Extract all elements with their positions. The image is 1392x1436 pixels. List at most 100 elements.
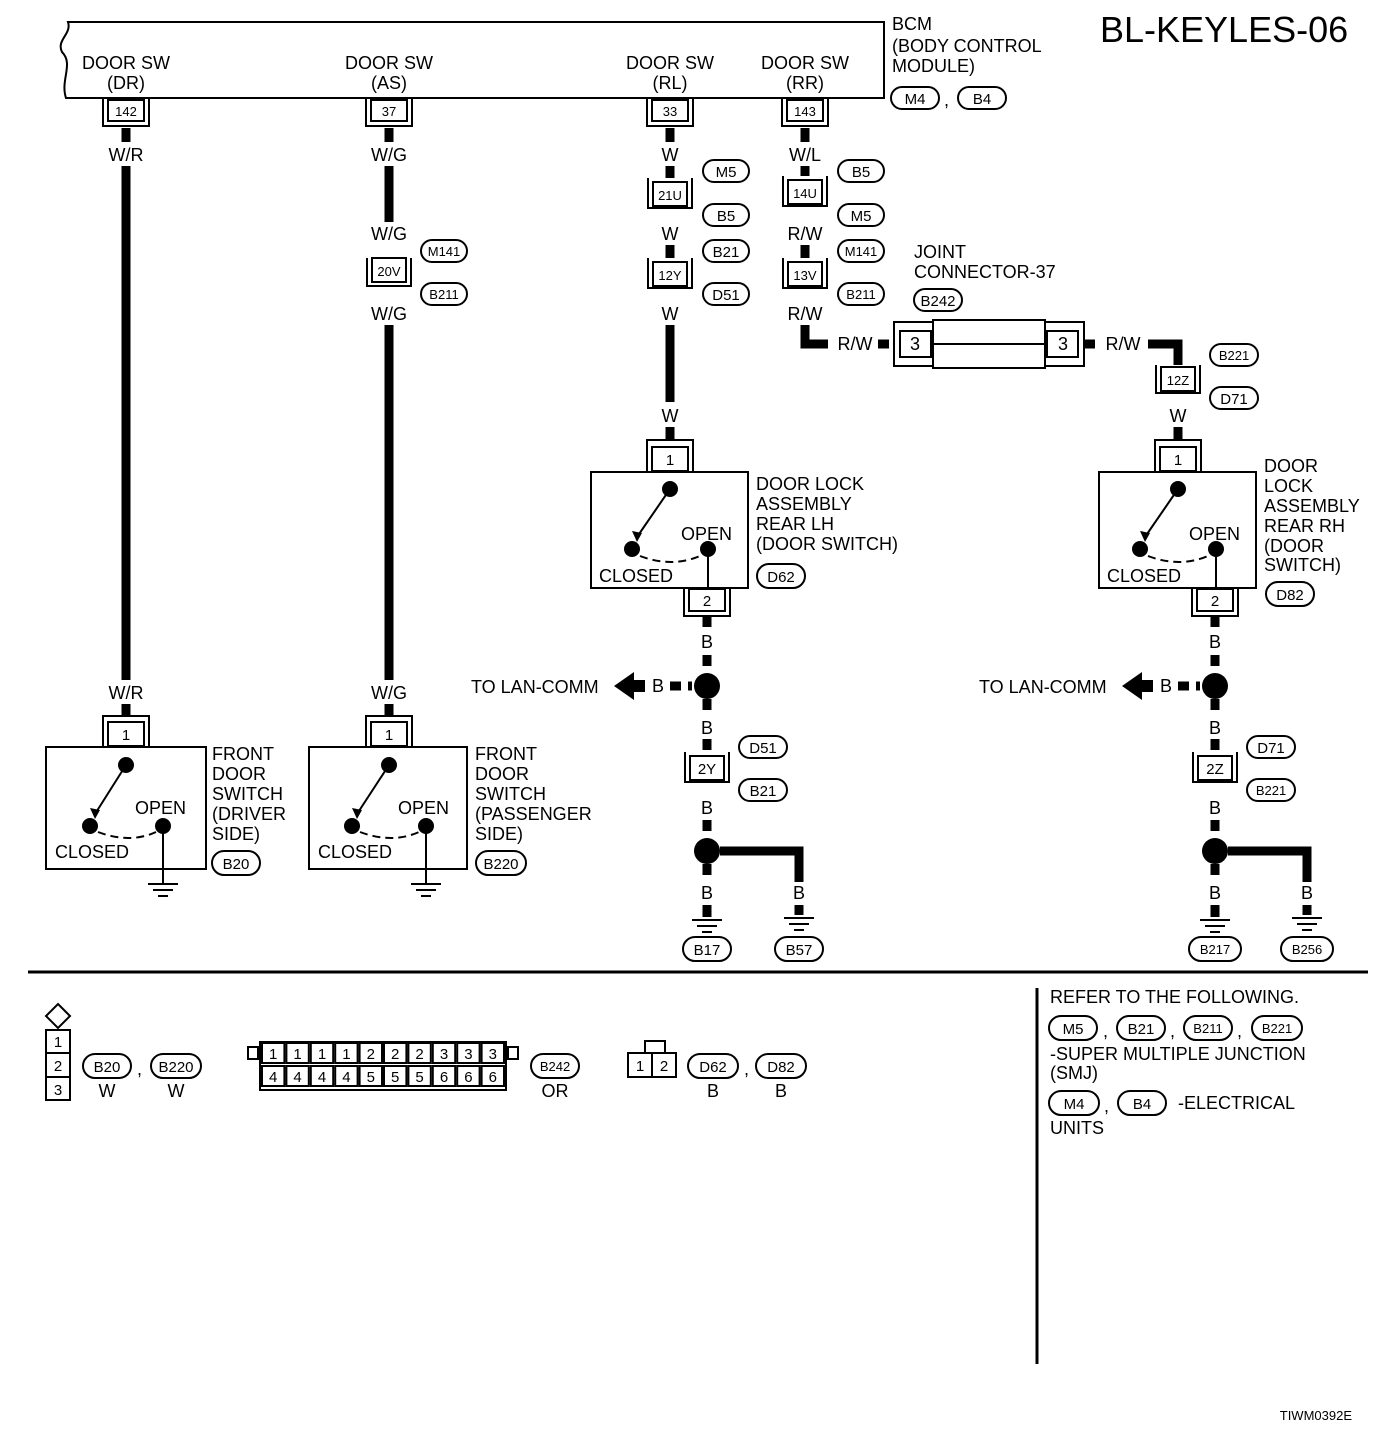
svg-text:2: 2 bbox=[703, 593, 711, 610]
connector-pill bbox=[1251, 1015, 1303, 1041]
switch-title: FRONT bbox=[212, 744, 274, 764]
wire-color-label: B bbox=[1209, 883, 1221, 903]
separator-comma: , bbox=[1237, 1021, 1242, 1041]
connector-code: B20 bbox=[94, 1059, 121, 1076]
connector-pin-cell bbox=[456, 1065, 481, 1087]
wire-color-label: W bbox=[662, 145, 679, 165]
connector-code: D51 bbox=[712, 287, 740, 304]
arrow-left-icon bbox=[1122, 672, 1153, 700]
bcm-connector-code: B4 bbox=[973, 91, 991, 108]
connector-pill bbox=[1188, 936, 1242, 962]
ground-icon bbox=[784, 917, 814, 931]
connector-code: B5 bbox=[852, 164, 870, 181]
wire-color-label: W/G bbox=[371, 224, 407, 244]
svg-text:1: 1 bbox=[1174, 452, 1182, 469]
wire-color-label: W bbox=[662, 304, 679, 324]
svg-text:OPEN: OPEN bbox=[398, 798, 449, 818]
connector-pin-cell bbox=[261, 1065, 286, 1087]
wire-color-label: B bbox=[701, 883, 713, 903]
svg-text:3: 3 bbox=[910, 334, 920, 354]
connector-pin-number: 6 bbox=[464, 1069, 472, 1086]
connector-pill bbox=[702, 203, 750, 227]
svg-text:OPEN: OPEN bbox=[681, 524, 732, 544]
connector-pill bbox=[738, 735, 788, 759]
door-lock-rear-lh: 1 OPEN CLOSED 2 bbox=[590, 439, 749, 617]
svg-text:CLOSED: CLOSED bbox=[1107, 566, 1181, 586]
wire-color-label: W/R bbox=[109, 145, 144, 165]
lan-comm-label: TO LAN-COMM bbox=[471, 677, 599, 697]
svg-text:143: 143 bbox=[794, 104, 816, 119]
connector-pin-number: 4 bbox=[342, 1069, 350, 1086]
bcm-terminal-label: (RL) bbox=[653, 73, 688, 93]
wire bbox=[720, 846, 804, 882]
splice-point bbox=[694, 673, 720, 699]
connector-pill bbox=[837, 282, 885, 306]
connector-face-2pin: 1 2 bbox=[627, 1040, 677, 1078]
ground-code: B217 bbox=[1200, 942, 1230, 957]
svg-text:2: 2 bbox=[54, 1058, 62, 1075]
connector-pill bbox=[682, 936, 732, 962]
svg-text:3: 3 bbox=[54, 1082, 62, 1099]
connector-pill bbox=[1117, 1090, 1167, 1116]
refer-smj-text: -SUPER MULTIPLE JUNCTION bbox=[1050, 1044, 1306, 1064]
wire-color-label: B bbox=[1160, 676, 1172, 696]
svg-text:37: 37 bbox=[382, 104, 396, 119]
connector-pin-number: 5 bbox=[415, 1069, 423, 1086]
switch-title: (DOOR bbox=[1264, 536, 1324, 556]
wire-color-label: B bbox=[1209, 632, 1221, 652]
joint-connector-title: CONNECTOR-37 bbox=[914, 262, 1056, 282]
connector-code: M5 bbox=[1063, 1021, 1084, 1038]
switch-title: SWITCH bbox=[475, 784, 546, 804]
joint-connector-title: JOINT bbox=[914, 242, 966, 262]
connector-pill bbox=[82, 1053, 132, 1079]
connector-pin-number: 6 bbox=[440, 1069, 448, 1086]
svg-text:1: 1 bbox=[385, 727, 393, 744]
svg-text:20V: 20V bbox=[377, 264, 400, 279]
wire-color-label: B bbox=[793, 883, 805, 903]
connector-code: B21 bbox=[1128, 1021, 1155, 1038]
door-lock-rear-rh: 1 OPEN CLOSED 2 bbox=[1098, 439, 1257, 617]
inline-connector-12z: 12Z bbox=[1155, 365, 1201, 394]
separator-comma: , bbox=[744, 1059, 749, 1079]
connector-pill bbox=[702, 159, 750, 183]
wire-color-label: B bbox=[1209, 798, 1221, 818]
connector-code: B221 bbox=[1262, 1021, 1292, 1036]
svg-text:13V: 13V bbox=[793, 268, 816, 283]
connector-color: B bbox=[707, 1081, 719, 1101]
joint-connector-37: 3 3 bbox=[893, 319, 1085, 369]
bcm-connector-pill bbox=[890, 86, 940, 110]
wire-color-label: R/W bbox=[788, 224, 823, 244]
wire-color-label: B bbox=[1301, 883, 1313, 903]
connector-pin-cell bbox=[407, 1042, 432, 1064]
connector-pin-number: 2 bbox=[367, 1046, 375, 1063]
wire-color-label: R/W bbox=[788, 304, 823, 324]
connector-pill bbox=[1048, 1090, 1100, 1116]
connector-code: D71 bbox=[1257, 740, 1285, 757]
connector-pin-cell bbox=[309, 1042, 335, 1064]
connector-pin-cell bbox=[261, 1042, 286, 1064]
connector-color: W bbox=[99, 1081, 116, 1101]
connector-pill bbox=[756, 563, 806, 589]
wire-color-label: W/R bbox=[109, 683, 144, 703]
ground-code: B256 bbox=[1292, 942, 1322, 957]
connector-code: B5 bbox=[717, 208, 735, 225]
separator-comma: , bbox=[1103, 1021, 1108, 1041]
inline-connector-20v: 20V bbox=[366, 257, 412, 287]
front-door-switch-driver: 1 OPEN CLOSED bbox=[45, 715, 207, 897]
splice-point bbox=[694, 838, 720, 864]
connector-pin-cell bbox=[309, 1065, 335, 1087]
connector-pin-number: 3 bbox=[489, 1046, 497, 1063]
bcm-full-name-1: (BODY CONTROL bbox=[892, 36, 1042, 56]
connector-pin-number: 2 bbox=[391, 1046, 399, 1063]
wire bbox=[1148, 339, 1183, 365]
svg-text:2Y: 2Y bbox=[698, 761, 716, 778]
connector-pill bbox=[475, 850, 527, 876]
connector-color: W bbox=[168, 1081, 185, 1101]
connector-code: B4 bbox=[1133, 1096, 1151, 1113]
svg-text:2: 2 bbox=[1211, 593, 1219, 610]
connector-color: B bbox=[775, 1081, 787, 1101]
svg-text:1: 1 bbox=[636, 1058, 644, 1075]
bcm-terminal-label: DOOR SW bbox=[626, 53, 714, 73]
connector-pill bbox=[837, 239, 885, 263]
svg-text:1: 1 bbox=[54, 1034, 62, 1051]
